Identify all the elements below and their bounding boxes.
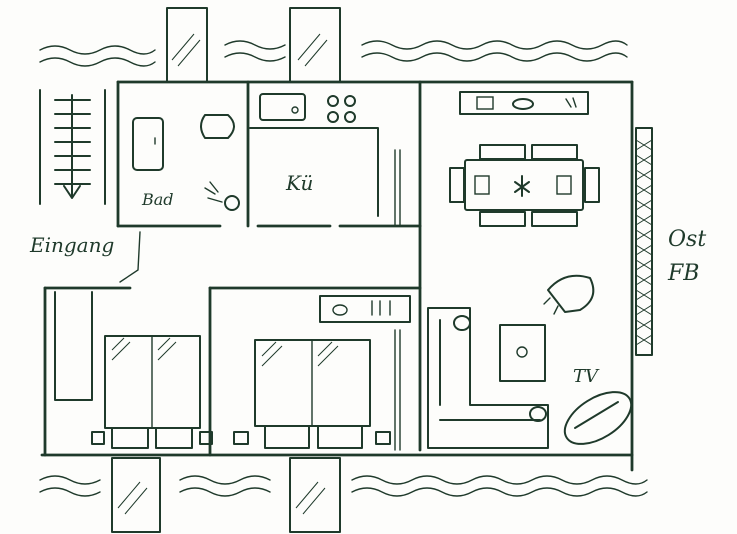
kitchen-fixtures <box>249 93 379 217</box>
label-window-side: FB <box>667 261 699 286</box>
water-bottom <box>39 475 648 497</box>
label-tv: TV <box>573 366 600 387</box>
bathroom-fixtures <box>132 114 240 211</box>
living-area <box>427 274 633 449</box>
staircase <box>39 89 106 205</box>
label-kitchen: Kü <box>285 171 313 195</box>
water-top <box>39 40 628 67</box>
label-entrance: Eingang <box>29 233 114 257</box>
bedroom-left <box>54 291 213 449</box>
east-facade <box>635 127 653 356</box>
label-bath: Bad <box>141 190 174 209</box>
label-east: Ost <box>668 227 706 252</box>
walls <box>40 80 634 472</box>
bedroom-right <box>233 295 411 451</box>
jetties <box>111 7 341 533</box>
dining-area <box>449 91 600 227</box>
